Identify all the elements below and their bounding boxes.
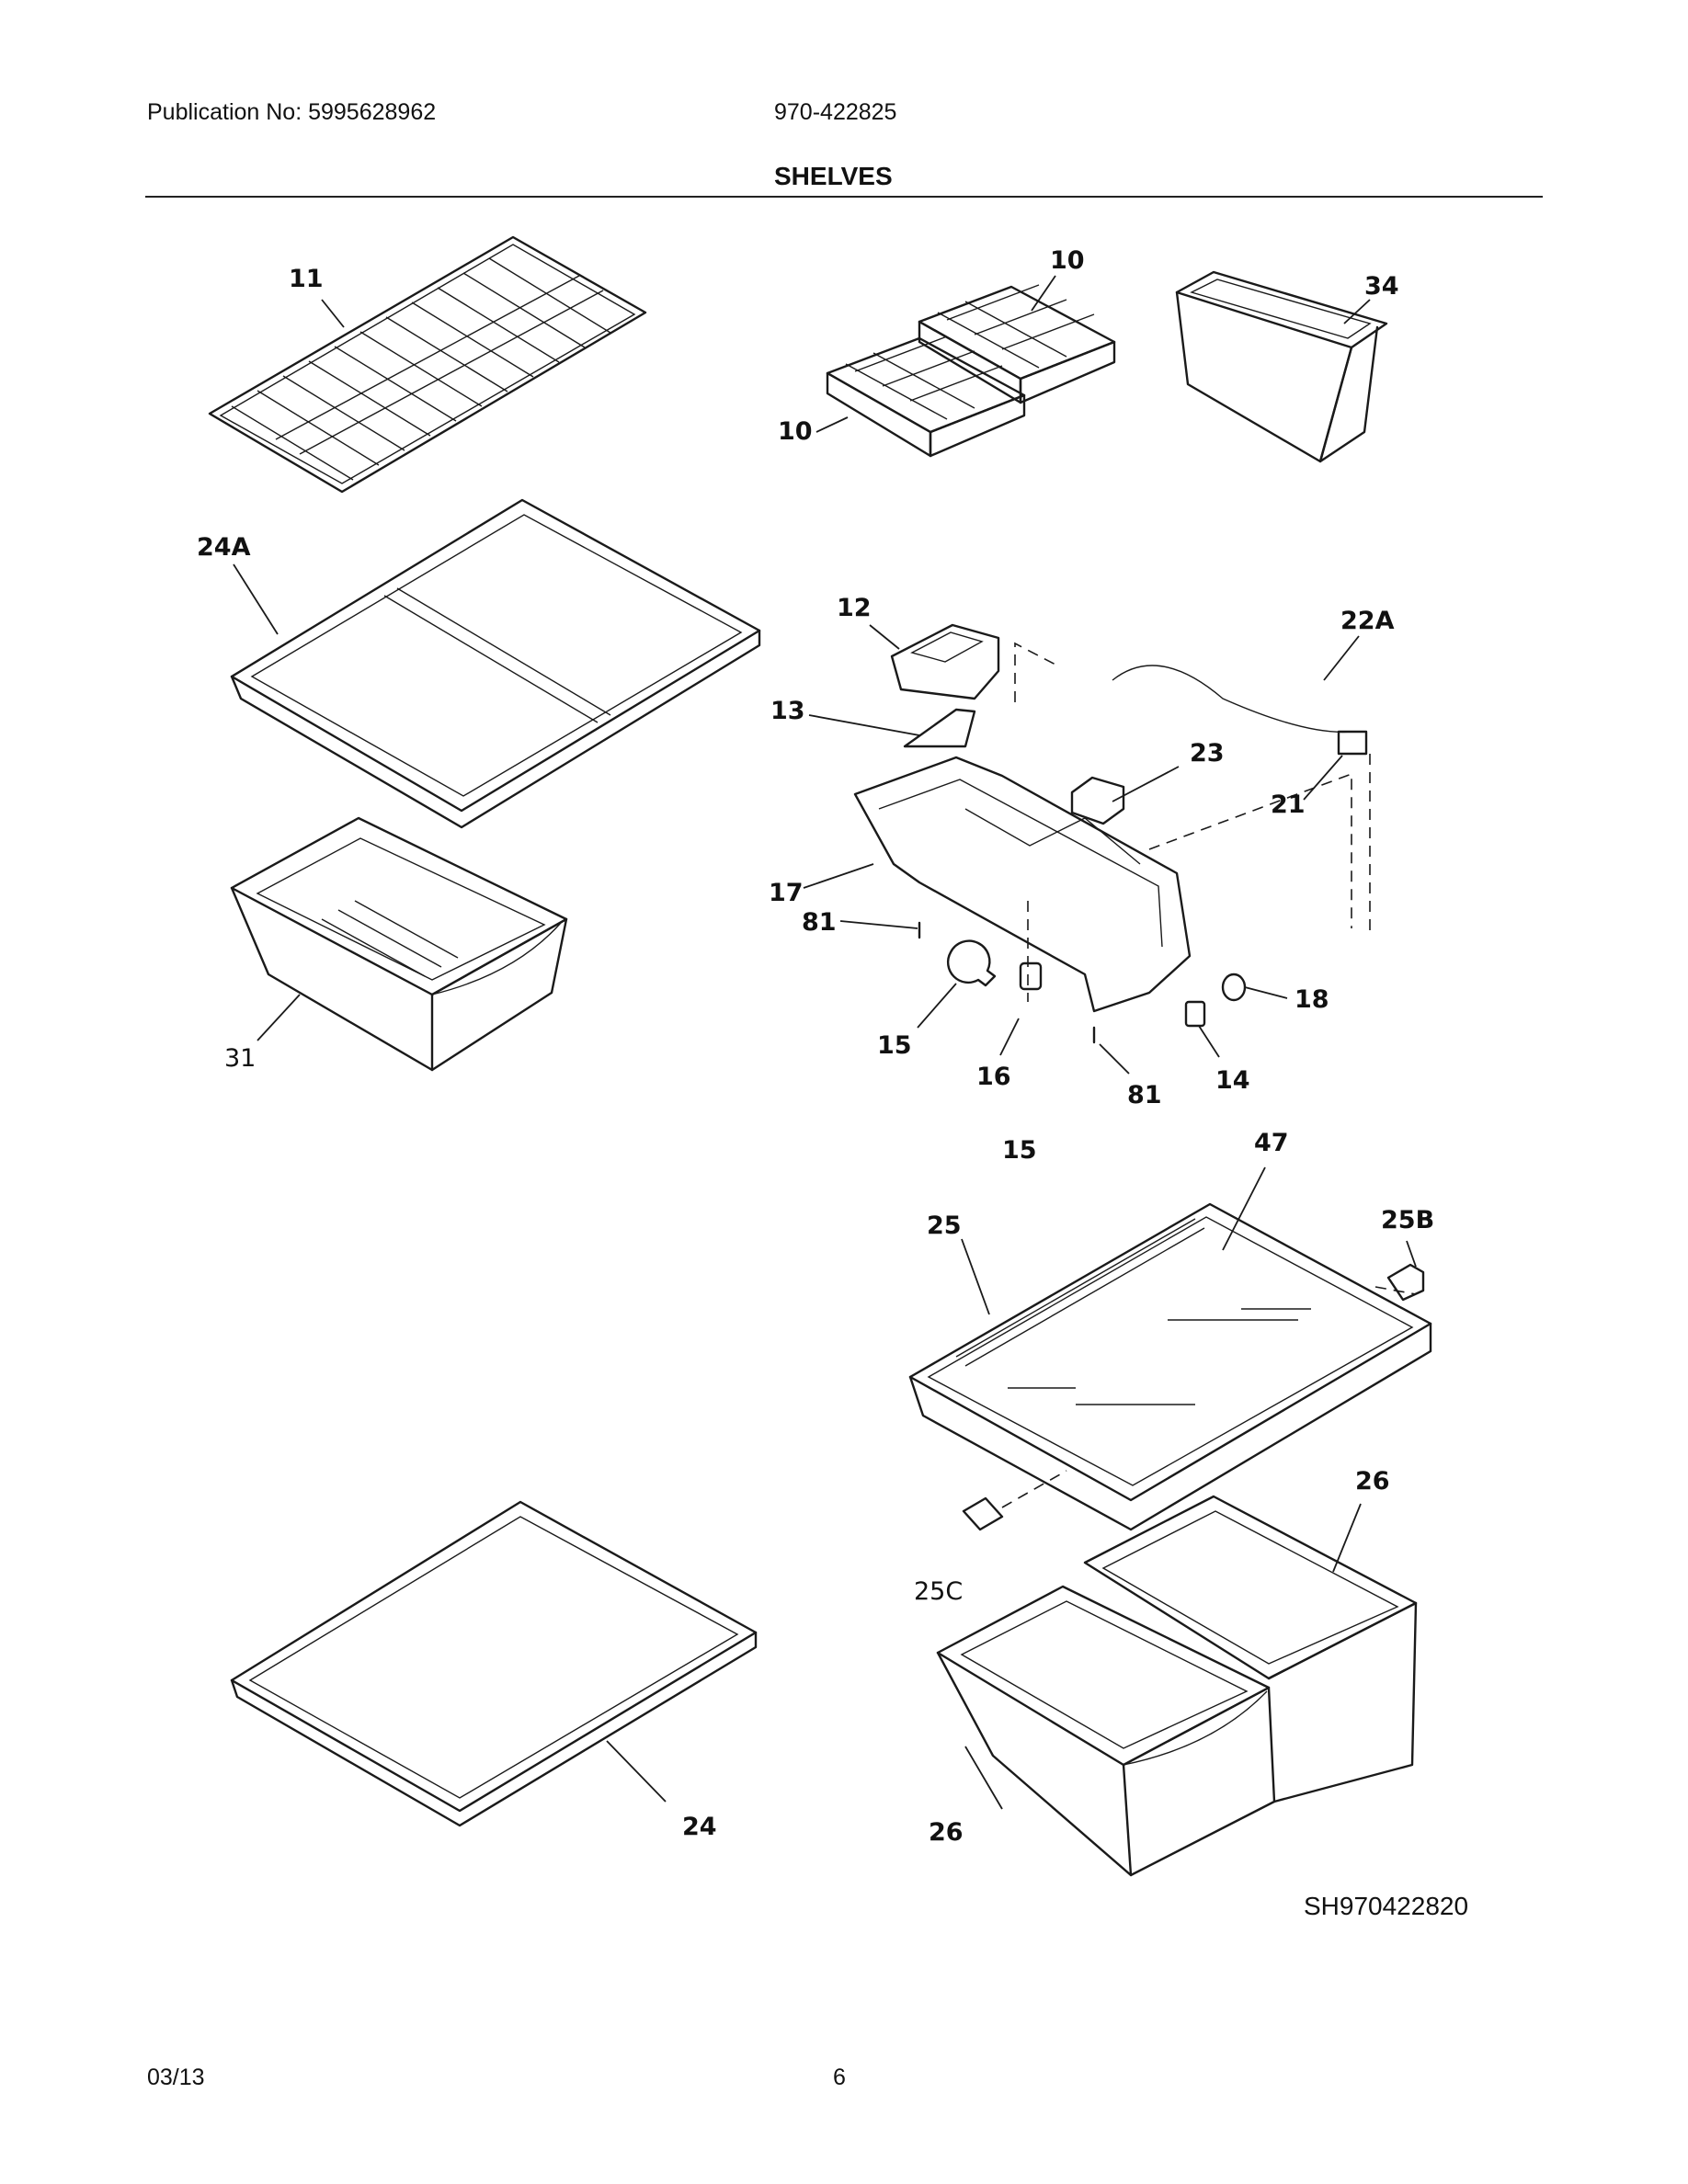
callout-22A: 22A — [1340, 607, 1395, 635]
model-number: 970-422825 — [774, 99, 897, 125]
callout-11: 11 — [289, 265, 324, 293]
ice-tray-part-10-lower — [826, 336, 1026, 458]
callout-34: 34 — [1364, 272, 1399, 301]
section-title: SHELVES — [774, 162, 893, 190]
publication-number: Publication No: 5995628962 — [147, 99, 437, 125]
callout-25: 25 — [927, 1211, 962, 1240]
callout-23: 23 — [1190, 739, 1225, 768]
shelf-part-24A — [230, 498, 761, 829]
crisper-cover-part-25 — [908, 1202, 1432, 1531]
header-rule — [145, 196, 1543, 198]
callout-21: 21 — [1271, 791, 1306, 819]
callout-17: 17 — [769, 879, 804, 907]
crisper-drawer-part-26-back — [1083, 1495, 1418, 1803]
page-number: 6 — [833, 2065, 846, 2090]
callout-10-lower: 10 — [778, 417, 813, 446]
callout-81-lower: 81 — [1127, 1081, 1162, 1109]
ice-tray-part-10-upper — [918, 284, 1116, 404]
callout-47: 47 — [1254, 1129, 1289, 1157]
bin-part-34 — [1175, 270, 1388, 463]
callout-14: 14 — [1215, 1066, 1250, 1095]
callout-12: 12 — [837, 594, 872, 622]
callout-10-upper: 10 — [1050, 246, 1085, 275]
wire-rack-part-11 — [208, 235, 647, 494]
callout-25C: 25C — [914, 1577, 963, 1606]
ice-maker-assembly — [853, 623, 1371, 1044]
callout-24: 24 — [682, 1813, 717, 1841]
callout-25B: 25B — [1381, 1206, 1434, 1234]
diagram-code: SH970422820 — [1304, 1892, 1469, 1920]
leader-lines — [233, 275, 1417, 1810]
callout-16: 16 — [976, 1063, 1011, 1091]
footer-date: 03/13 — [147, 2065, 205, 2090]
callout-26-back: 26 — [1355, 1467, 1390, 1496]
callout-18: 18 — [1295, 985, 1329, 1014]
callout-24A: 24A — [197, 533, 251, 562]
callout-15: 15 — [1002, 1136, 1037, 1165]
callout-81-upper: 81 — [802, 908, 837, 937]
callout-31: 31 — [224, 1044, 256, 1073]
callout-13: 13 — [770, 697, 805, 725]
crisper-drawer-part-26-front — [936, 1585, 1276, 1877]
callout-26-front: 26 — [929, 1818, 964, 1847]
shelf-part-24 — [230, 1500, 758, 1827]
callout-15-bulb: 15 — [877, 1031, 912, 1060]
crisper-part-31 — [230, 816, 568, 1072]
